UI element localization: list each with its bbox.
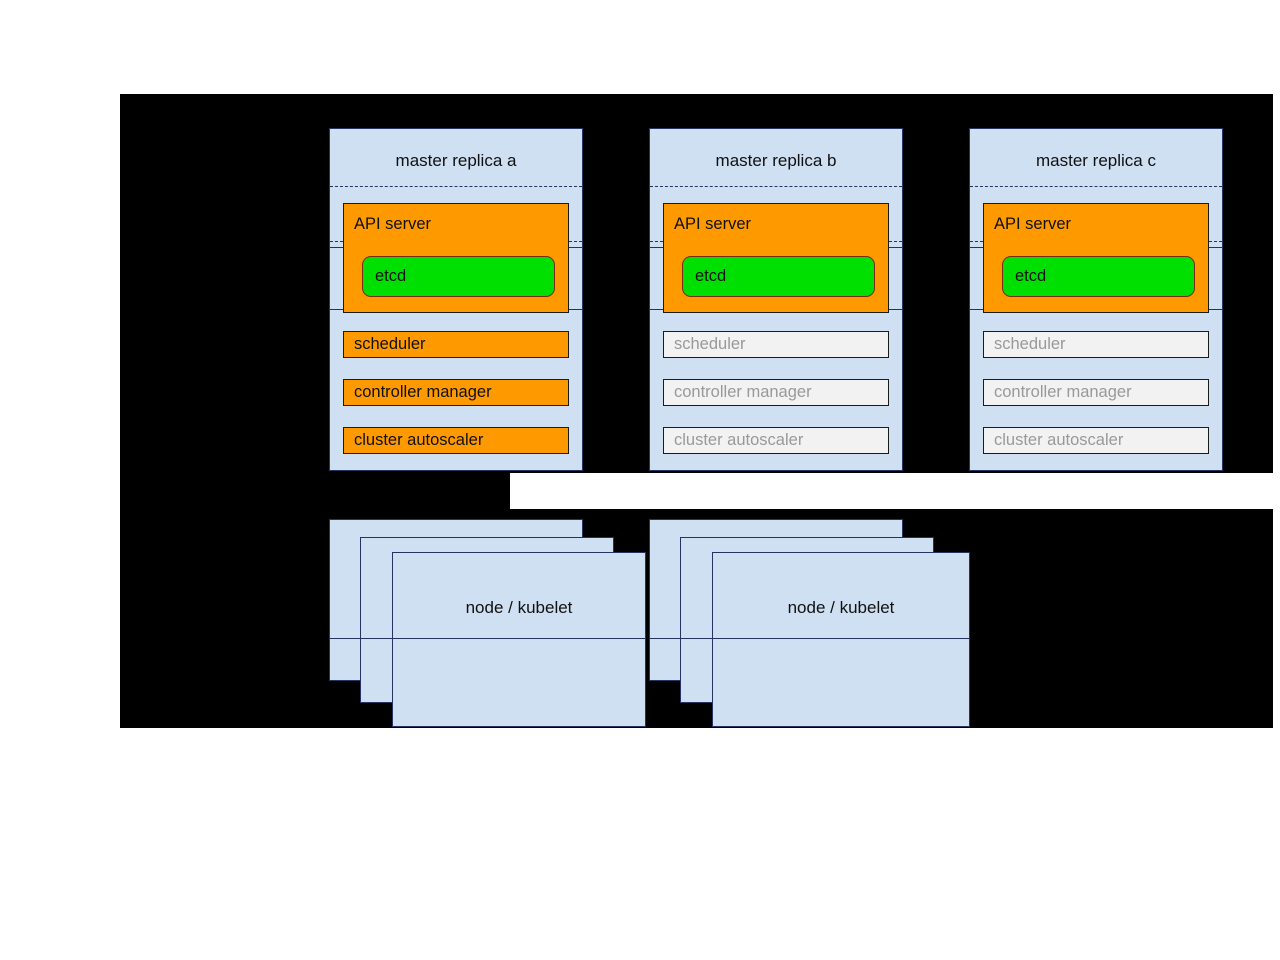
replica-c-controller-manager-label: controller manager: [994, 383, 1132, 402]
replica-b-controller-manager-label: controller manager: [674, 383, 812, 402]
replica-c-cluster-autoscaler[interactable]: cluster autoscaler: [983, 427, 1209, 454]
replica-a-apiserver-label: API server: [354, 215, 432, 233]
replica-a-controller-manager[interactable]: controller manager: [343, 379, 569, 406]
node-group-2-divider: [650, 638, 970, 639]
node-group-2-label: node / kubelet: [787, 598, 895, 617]
replica-c-cluster-autoscaler-label: cluster autoscaler: [994, 431, 1124, 450]
replica-a-cluster-autoscaler-label: cluster autoscaler: [354, 431, 484, 450]
replica-a-cluster-autoscaler[interactable]: cluster autoscaler: [343, 427, 569, 454]
replica-b-apiserver-label: API server: [674, 215, 752, 233]
replica-c-etcd-label: etcd: [1015, 267, 1047, 285]
replica-a-controller-manager-label: controller manager: [354, 383, 492, 402]
replica-c-scheduler-label: scheduler: [994, 335, 1066, 354]
replica-c-etcd[interactable]: etcd: [1002, 256, 1195, 297]
replica-c-controller-manager[interactable]: controller manager: [983, 379, 1209, 406]
node-group-1-card-front[interactable]: [392, 552, 646, 727]
replica-b-scheduler[interactable]: scheduler: [663, 331, 889, 358]
master-replica-b-title: master replica b: [715, 151, 837, 170]
node-group-2-card-front[interactable]: [712, 552, 970, 727]
replica-b-etcd[interactable]: etcd: [682, 256, 875, 297]
replica-a-etcd-label: etcd: [375, 267, 407, 285]
replica-b-rule-title: [650, 186, 902, 187]
replica-a-etcd[interactable]: etcd: [362, 256, 555, 297]
replica-a-rule-title: [330, 186, 582, 187]
replica-a-scheduler[interactable]: scheduler: [343, 331, 569, 358]
node-group-1-divider: [330, 638, 646, 639]
replica-b-controller-manager[interactable]: controller manager: [663, 379, 889, 406]
replica-c-rule-title: [970, 186, 1222, 187]
replica-b-etcd-label: etcd: [695, 267, 727, 285]
replica-a-scheduler-label: scheduler: [354, 335, 426, 354]
backdrop-left-notch: [120, 473, 510, 509]
node-group-1-label: node / kubelet: [465, 598, 573, 617]
replica-b-scheduler-label: scheduler: [674, 335, 746, 354]
master-replica-c-title: master replica c: [1036, 151, 1156, 170]
replica-b-cluster-autoscaler-label: cluster autoscaler: [674, 431, 804, 450]
replica-b-cluster-autoscaler[interactable]: cluster autoscaler: [663, 427, 889, 454]
replica-c-scheduler[interactable]: scheduler: [983, 331, 1209, 358]
master-replica-a-title: master replica a: [395, 151, 517, 170]
replica-c-apiserver-label: API server: [994, 215, 1072, 233]
